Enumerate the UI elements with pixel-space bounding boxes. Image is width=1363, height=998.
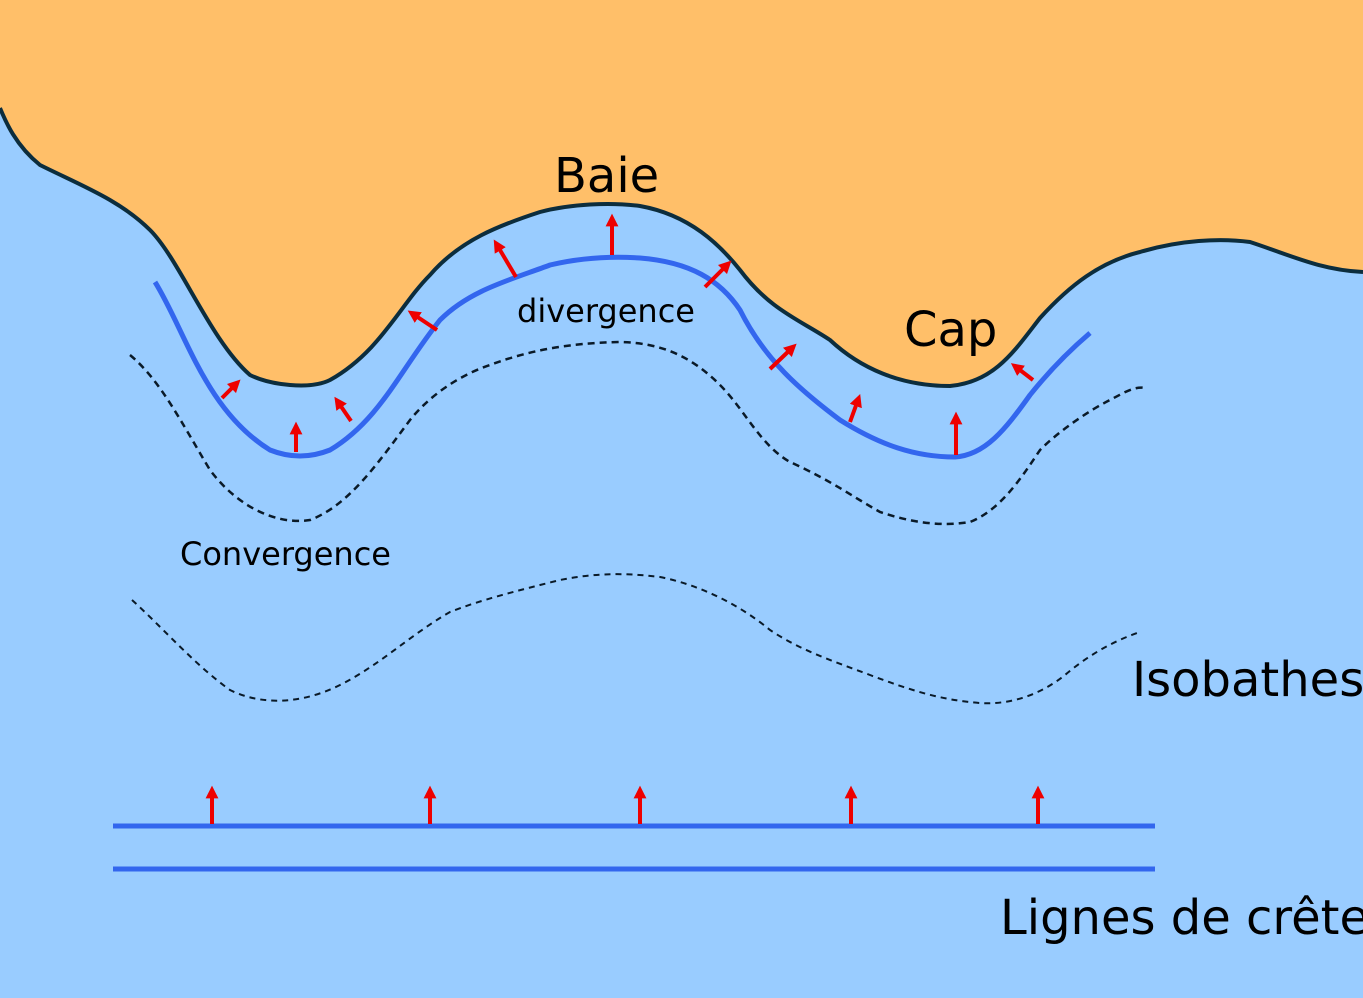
energy-arrow	[220, 379, 241, 400]
energy-arrow	[1010, 363, 1035, 382]
isobaths-label: Isobathes	[1132, 652, 1363, 708]
bay-label: Baie	[554, 148, 659, 204]
convergence-label: Convergence	[180, 535, 391, 573]
energy-arrow	[703, 260, 732, 289]
coastline	[0, 107, 1363, 389]
energy-arrow	[407, 310, 439, 332]
crest-lines-label: Lignes de crête	[1000, 890, 1363, 946]
refracted-arrows	[220, 213, 1035, 455]
offshore-arrows	[205, 785, 1045, 824]
isobath-1	[129, 340, 1146, 526]
energy-arrow	[493, 239, 518, 279]
isobath-2	[131, 573, 1141, 705]
land-area	[0, 0, 1363, 386]
energy-arrow	[768, 343, 797, 371]
divergence-label: divergence	[517, 292, 695, 330]
wave-crest-refracted	[152, 254, 1092, 460]
energy-arrow	[848, 393, 862, 423]
energy-arrow	[334, 396, 353, 423]
cape-label: Cap	[904, 302, 997, 358]
